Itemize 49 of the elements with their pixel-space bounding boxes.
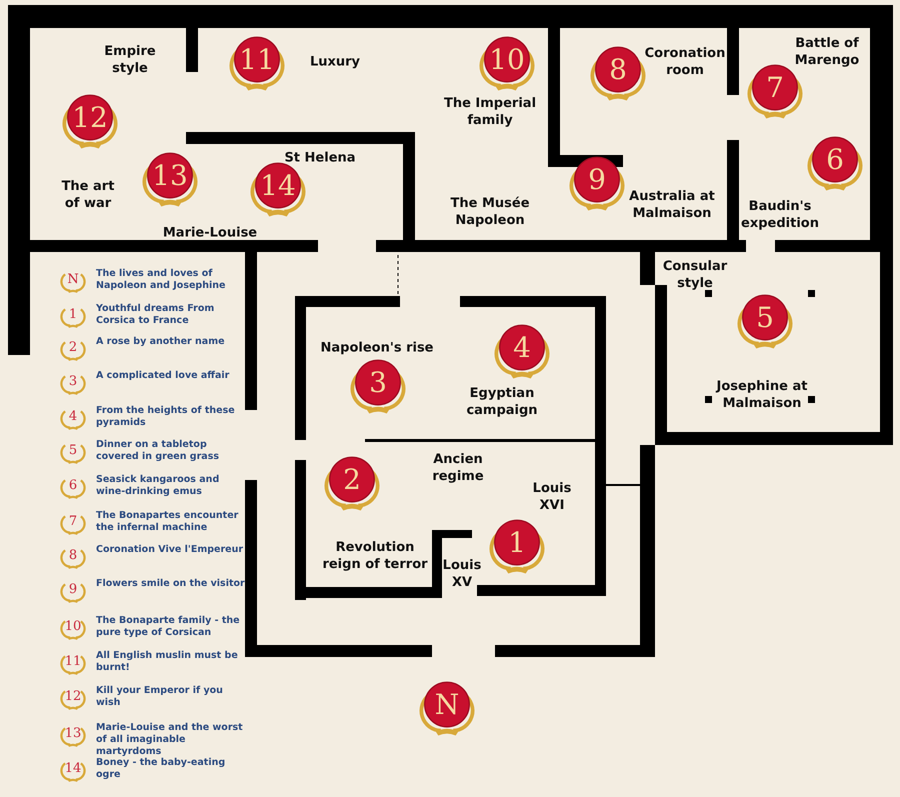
room-label: Josephine at Malmaison (714, 378, 808, 412)
legend-wreath: 12 (59, 683, 87, 711)
room-label: Baudin's expedition (740, 198, 820, 232)
room-label: The art of war (60, 178, 116, 212)
legend-wreath: 14 (59, 755, 87, 783)
legend-wreath: 7 (59, 508, 87, 536)
room-label: Australia at Malmaison (628, 188, 716, 222)
room-label: Revolution reign of terror (321, 539, 429, 573)
room-label: Marie-Louise (162, 224, 258, 242)
legend-wreath: 8 (59, 542, 87, 570)
room-label: Louis XV (442, 557, 482, 591)
legend-wreath: 4 (59, 403, 87, 431)
legend-caption: A rose by another name (96, 336, 226, 348)
legend-wreath: 2 (59, 334, 87, 362)
room-label: Consular style (662, 258, 728, 292)
legend-wreath: 13 (59, 720, 87, 748)
legend-caption: Marie-Louise and the worst of all imaginable martyrdoms (96, 722, 244, 758)
room-label: The Musée Napoleon (449, 195, 531, 229)
legend-caption: Dinner on a tabletop covered in green grass (96, 439, 220, 463)
room-label: St Helena (283, 150, 357, 166)
room-label: Ancien regime (431, 451, 485, 485)
legend-caption: Youthful dreams From Corsica to France (96, 303, 216, 327)
legend-caption: The lives and loves of Napoleon and Josephine (96, 268, 226, 292)
room-label: Louis XVI (532, 480, 572, 514)
legend-wreath: 10 (59, 613, 87, 641)
legend-caption: The Bonaparte family - the pure type of Corsican (96, 615, 241, 639)
room-label: Coronation room (644, 45, 726, 79)
legend-wreath: 3 (59, 368, 87, 396)
legend-caption: From the heights of these pyramids (96, 405, 236, 429)
room-label: Luxury (308, 54, 362, 70)
legend-caption: Boney - the baby-eating ogre (96, 757, 226, 781)
legend-caption: Coronation Vive l'Empereur (96, 544, 244, 556)
legend-caption: All English muslin must be burnt! (96, 650, 239, 674)
room-label: Battle of Marengo (794, 35, 860, 69)
legend-caption: The Bonapartes encounter the infernal machine (96, 510, 240, 534)
room-label: Empire style (103, 43, 157, 77)
room-label: Egyptian campaign (465, 385, 539, 419)
legend-wreath: 9 (59, 576, 87, 604)
legend-wreath: 11 (59, 648, 87, 676)
legend-caption: Kill your Emperor if you wish (96, 685, 224, 709)
legend-caption: A complicated love affair (96, 370, 230, 382)
legend-caption: Flowers smile on the visitor (96, 578, 246, 590)
legend-wreath: 5 (59, 437, 87, 465)
legend-wreath: 6 (59, 472, 87, 500)
legend-caption: Seasick kangaroos and wine-drinking emus (96, 474, 220, 498)
legend-wreath: N (59, 266, 87, 294)
room-label: The Imperial family (442, 95, 538, 129)
room-label: Napoleon's rise (319, 340, 434, 356)
legend-wreath: 1 (59, 301, 87, 329)
